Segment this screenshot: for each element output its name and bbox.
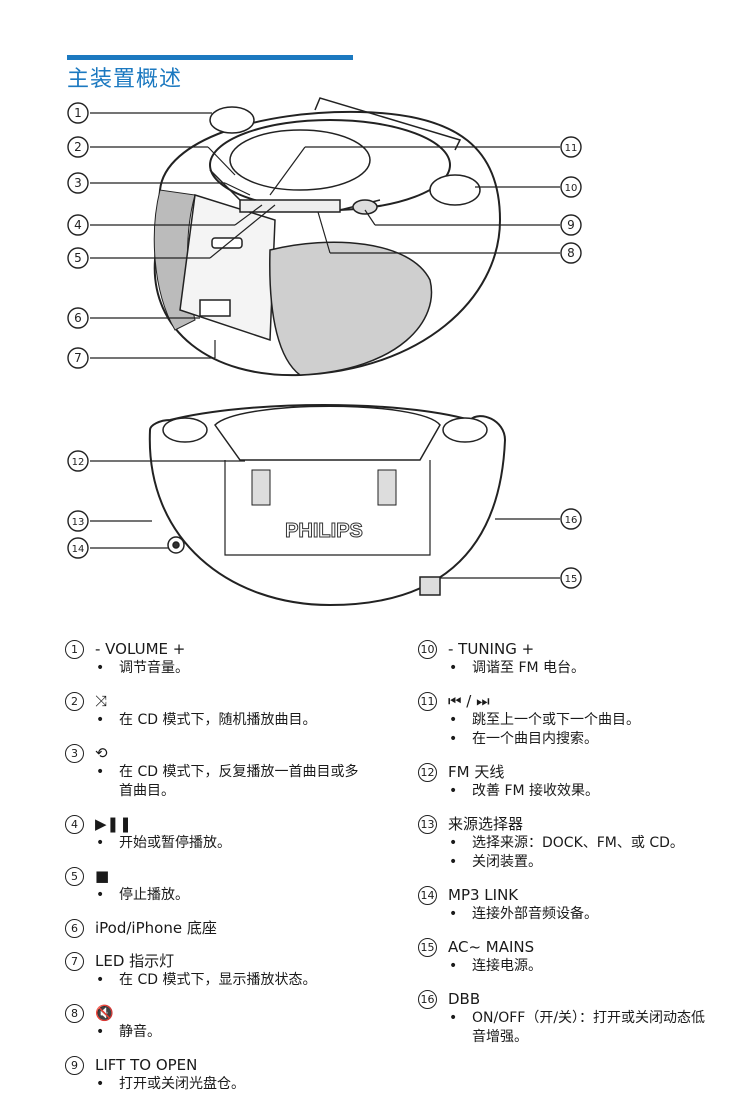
legend-bullet: 在 CD 模式下，随机播放曲目。 <box>95 711 365 730</box>
callout-number: 8 <box>65 1004 84 1023</box>
page-title: 主装置概述 <box>67 67 183 92</box>
legend-item-10: 10 - TUNING +调谐至 FM 电台。 <box>418 640 718 678</box>
svg-text:15: 15 <box>565 574 578 585</box>
legend-bullet: 在 CD 模式下，显示播放状态。 <box>95 971 365 990</box>
svg-text:5: 5 <box>74 251 82 265</box>
legend-bullet: 开始或暂停播放。 <box>95 834 365 853</box>
legend-right-column: 10 - TUNING +调谐至 FM 电台。 11 ⏮ / ⏭跳至上一个或下一个曲目… <box>418 640 718 1061</box>
legend-item-label: ▶❚❚ <box>95 815 132 833</box>
legend-bullet: ON/OFF（开/关）：打开或关闭动态低音增强。 <box>448 1009 718 1047</box>
title-accent-bar <box>67 55 353 60</box>
legend-item-11: 11 ⏮ / ⏭跳至上一个或下一个曲目。在一个曲目内搜索。 <box>418 692 718 749</box>
legend-item-label: MP3 LINK <box>448 886 519 904</box>
callout-number: 1 <box>65 640 84 659</box>
legend-item-label: 来源选择器 <box>448 815 524 833</box>
legend-item-1: 1 - VOLUME +调节音量。 <box>65 640 365 678</box>
legend-bullet: 选择来源：DOCK、FM、或 CD。 <box>448 834 718 853</box>
svg-text:3: 3 <box>74 176 82 190</box>
legend-item-9: 9 LIFT TO OPEN打开或关闭光盘仓。 <box>65 1056 365 1094</box>
legend-item-label: AC~ MAINS <box>448 938 535 956</box>
legend-bullet: 静音。 <box>95 1023 365 1042</box>
legend-item-label: 🔇 <box>95 1004 114 1022</box>
svg-text:11: 11 <box>565 143 578 154</box>
legend-item-label: ⏮ / ⏭ <box>448 692 490 710</box>
legend-item-5: 5 ■停止播放。 <box>65 867 365 905</box>
legend-bullet: 停止播放。 <box>95 886 365 905</box>
legend-bullet: 在 CD 模式下，反复播放一首曲目或多首曲目。 <box>95 763 365 801</box>
svg-text:1: 1 <box>74 106 82 120</box>
legend-item-label: ⤨ <box>95 692 108 710</box>
callout-leader-lines <box>90 112 560 579</box>
legend-item-label: iPod/iPhone 底座 <box>95 919 217 937</box>
legend-item-label: - TUNING + <box>448 640 535 658</box>
callout-number: 5 <box>65 867 84 886</box>
legend-bullet: 连接外部音频设备。 <box>448 905 718 924</box>
callout-number: 10 <box>418 640 437 659</box>
svg-text:12: 12 <box>72 457 85 468</box>
callout-number: 3 <box>65 744 84 763</box>
legend-item-2: 2 ⤨在 CD 模式下，随机播放曲目。 <box>65 692 365 730</box>
legend-item-label: ■ <box>95 867 110 885</box>
svg-text:16: 16 <box>565 515 578 526</box>
legend-item-4: 4 ▶❚❚开始或暂停播放。 <box>65 815 365 853</box>
svg-text:4: 4 <box>74 218 82 232</box>
brand-logo-text: PHILIPS <box>285 520 363 542</box>
legend-item-15: 15 AC~ MAINS连接电源。 <box>418 938 718 976</box>
legend-item-13: 13 来源选择器选择来源：DOCK、FM、或 CD。关闭装置。 <box>418 815 718 872</box>
svg-text:8: 8 <box>567 246 575 260</box>
device-illustration: PHILIPS 1 2 3 4 5 6 7 8 9 10 11 <box>67 97 582 607</box>
legend-item-label: - VOLUME + <box>95 640 186 658</box>
svg-text:14: 14 <box>72 544 85 555</box>
legend-bullet: 调谐至 FM 电台。 <box>448 659 718 678</box>
back-view-device: PHILIPS <box>148 404 507 607</box>
legend-item-label: FM 天线 <box>448 763 505 781</box>
legend-item-7: 7 LED 指示灯在 CD 模式下，显示播放状态。 <box>65 952 365 990</box>
svg-text:9: 9 <box>567 218 575 232</box>
callout-number: 9 <box>65 1056 84 1075</box>
legend-bullet: 打开或关闭光盘仓。 <box>95 1075 365 1094</box>
callout-number: 6 <box>65 919 84 938</box>
callout-number: 11 <box>418 692 437 711</box>
legend-bullet: 改善 FM 接收效果。 <box>448 782 718 801</box>
legend-bullet: 跳至上一个或下一个曲目。 <box>448 711 718 730</box>
svg-text:10: 10 <box>565 183 578 194</box>
svg-text:13: 13 <box>72 517 85 528</box>
legend-bullet: 在一个曲目内搜索。 <box>448 730 718 749</box>
legend-bullet: 关闭装置。 <box>448 853 718 872</box>
legend-item-8: 8 🔇静音。 <box>65 1004 365 1042</box>
callout-number: 15 <box>418 938 437 957</box>
callout-number: 7 <box>65 952 84 971</box>
legend-item-12: 12 FM 天线改善 FM 接收效果。 <box>418 763 718 801</box>
svg-text:6: 6 <box>74 311 82 325</box>
legend-bullet: 调节音量。 <box>95 659 365 678</box>
callout-number: 2 <box>65 692 84 711</box>
svg-text:2: 2 <box>74 140 82 154</box>
legend-item-6: 6 iPod/iPhone 底座 <box>65 919 365 938</box>
legend-bullet: 连接电源。 <box>448 957 718 976</box>
legend-item-label: LIFT TO OPEN <box>95 1056 198 1074</box>
legend-item-16: 16 DBBON/OFF（开/关）：打开或关闭动态低音增强。 <box>418 990 718 1047</box>
legend-item-label: ⟲ <box>95 744 108 762</box>
callout-number: 12 <box>418 763 437 782</box>
legend-item-14: 14 MP3 LINK连接外部音频设备。 <box>418 886 718 924</box>
callout-number: 4 <box>65 815 84 834</box>
top-view-device <box>153 97 502 377</box>
svg-text:7: 7 <box>74 351 82 365</box>
legend-item-label: LED 指示灯 <box>95 952 175 970</box>
legend-item-label: DBB <box>448 990 481 1008</box>
callout-markers: 1 2 3 4 5 6 7 8 9 10 11 12 13 14 15 16 <box>67 102 582 589</box>
legend-item-3: 3 ⟲在 CD 模式下，反复播放一首曲目或多首曲目。 <box>65 744 365 801</box>
legend-left-column: 1- VOLUME +调节音量。2⤨在 CD 模式下，随机播放曲目。3⟲在 CD… <box>65 640 365 1108</box>
callout-number: 13 <box>418 815 437 834</box>
callout-number: 14 <box>418 886 437 905</box>
callout-number: 16 <box>418 990 437 1009</box>
